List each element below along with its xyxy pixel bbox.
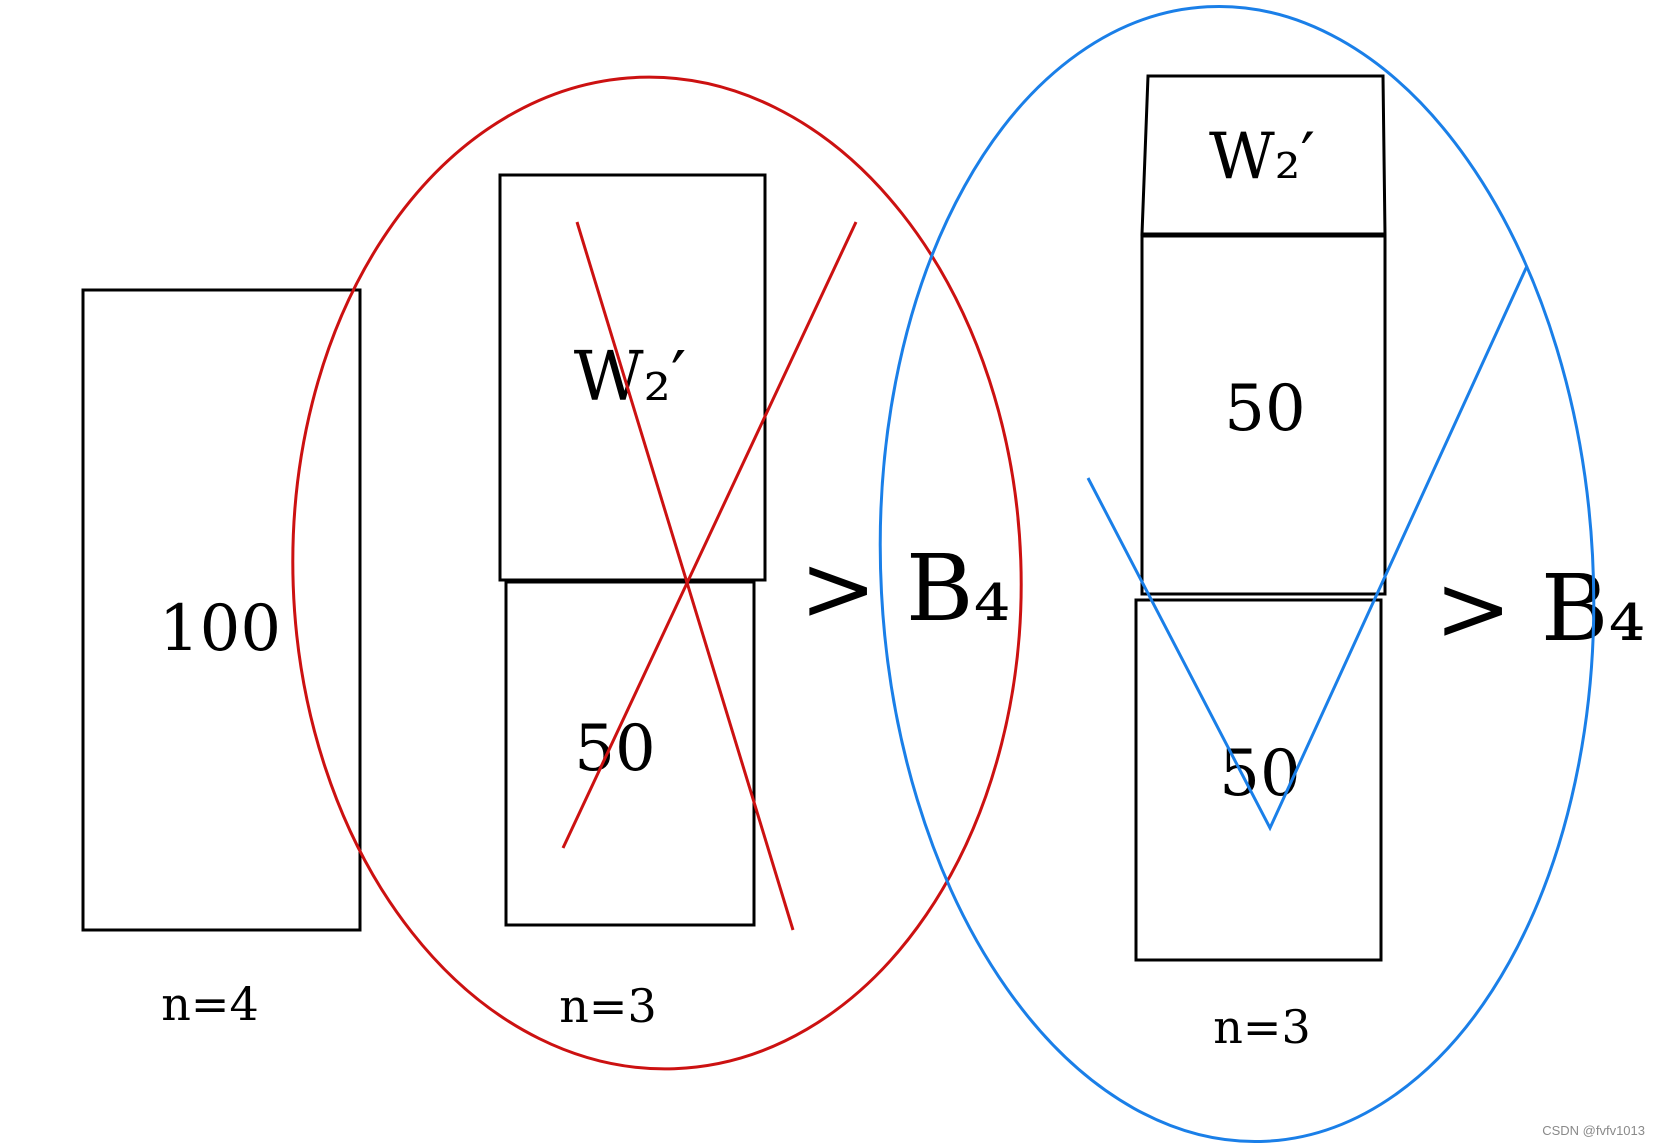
block-w2-prime-right-label: W₂′ bbox=[1209, 120, 1315, 194]
left-column: 100 n=4 bbox=[81, 288, 362, 1031]
right-comparison: > B₄ bbox=[1435, 555, 1646, 662]
middle-column: W₂′ 50 n=3 > B₄ bbox=[291, 75, 1023, 1071]
block-50-right-upper-label: 50 bbox=[1224, 372, 1305, 446]
right-column-caption: n=3 bbox=[1213, 1000, 1310, 1054]
middle-column-caption: n=3 bbox=[559, 979, 656, 1033]
check-mark bbox=[1086, 265, 1529, 832]
block-w2-prime-middle-label: W₂′ bbox=[574, 338, 687, 417]
block-50-right-lower-label: 50 bbox=[1219, 737, 1300, 811]
block-50-right-lower bbox=[1134, 598, 1383, 962]
block-50-right-upper bbox=[1140, 234, 1387, 596]
block-100 bbox=[81, 288, 362, 932]
right-column: W₂′ 50 50 n=3 > B₄ bbox=[878, 4, 1646, 1144]
watermark: CSDN @fvfv1013 bbox=[1542, 1123, 1645, 1138]
block-100-label: 100 bbox=[159, 592, 281, 666]
left-column-caption: n=4 bbox=[161, 977, 258, 1031]
block-w2-prime-right bbox=[1140, 74, 1387, 236]
block-w2-prime-middle bbox=[498, 173, 767, 582]
middle-comparison: > B₄ bbox=[800, 535, 1011, 642]
cross-stroke-2 bbox=[561, 221, 858, 849]
block-50-middle bbox=[504, 580, 756, 927]
block-50-middle-label: 50 bbox=[574, 712, 655, 786]
blue-group-ellipse bbox=[878, 4, 1596, 1144]
cross-stroke-1 bbox=[575, 221, 795, 931]
red-group-ellipse bbox=[291, 75, 1023, 1071]
